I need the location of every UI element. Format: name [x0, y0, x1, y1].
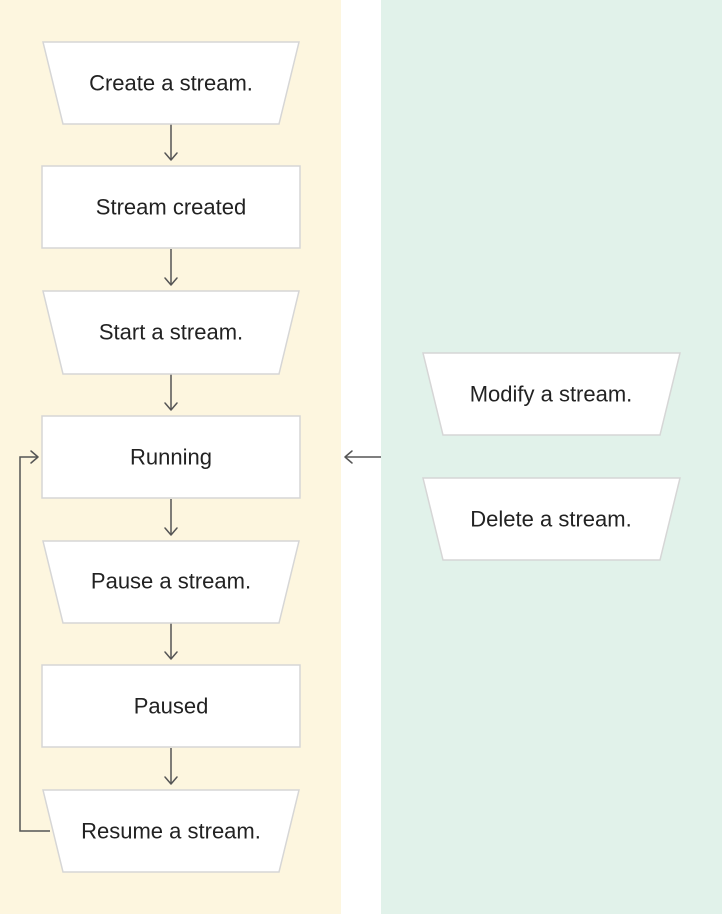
- node-pause-stream: Pause a stream.: [42, 540, 300, 624]
- connector-running-to-pause: [164, 499, 178, 536]
- node-running-label: Running: [130, 445, 212, 470]
- connector-resume-to-running: [19, 450, 50, 832]
- node-modify-stream-label: Modify a stream.: [470, 382, 633, 407]
- node-stream-created-label: Stream created: [96, 195, 246, 220]
- connector-start-to-running: [164, 374, 178, 411]
- node-create-stream-label: Create a stream.: [89, 71, 253, 96]
- connector-pause-to-paused: [164, 623, 178, 660]
- node-pause-stream-label: Pause a stream.: [91, 569, 251, 594]
- node-stream-created: Stream created: [41, 165, 301, 249]
- node-delete-stream-label: Delete a stream.: [470, 507, 631, 532]
- node-modify-stream: Modify a stream.: [422, 352, 681, 436]
- node-running: Running: [41, 415, 301, 499]
- connector-create-to-created: [164, 124, 178, 161]
- connector-paused-to-resume: [164, 748, 178, 785]
- node-resume-stream-label: Resume a stream.: [81, 819, 261, 844]
- connector-management-to-running: [344, 450, 381, 464]
- connector-created-to-start: [164, 249, 178, 286]
- node-start-stream-label: Start a stream.: [99, 320, 243, 345]
- management-lane: [381, 0, 722, 914]
- node-start-stream: Start a stream.: [42, 290, 300, 375]
- node-resume-stream: Resume a stream.: [42, 789, 300, 873]
- node-paused: Paused: [41, 664, 301, 748]
- node-create-stream: Create a stream.: [42, 41, 300, 125]
- node-delete-stream: Delete a stream.: [422, 477, 681, 561]
- node-paused-label: Paused: [134, 694, 209, 719]
